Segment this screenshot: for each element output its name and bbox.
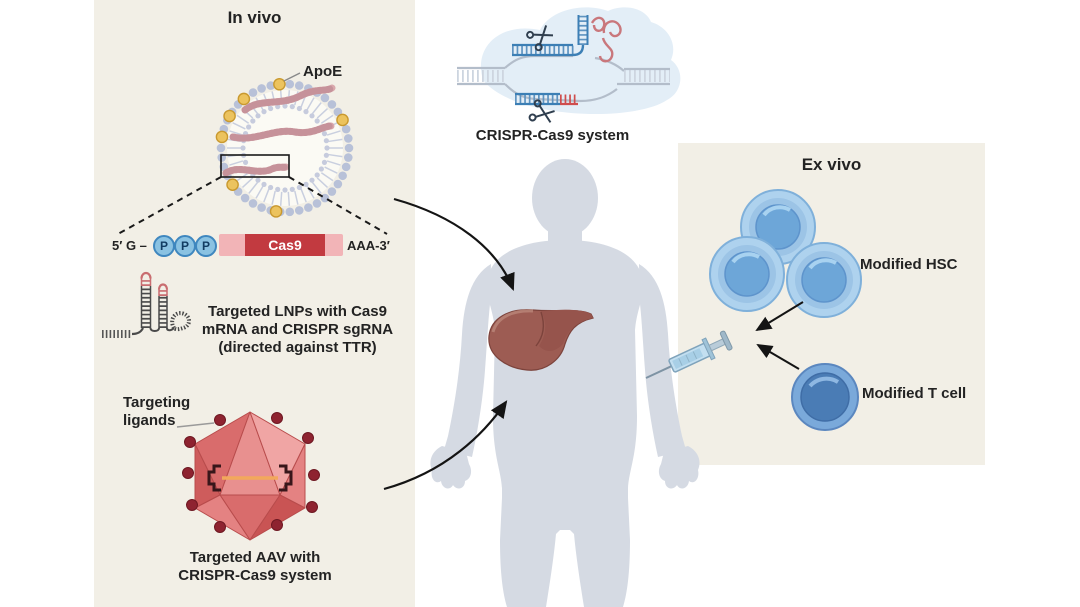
t-cell-icon <box>791 363 859 431</box>
arrow-aav-to-liver <box>383 400 508 491</box>
phosphate-p-icon: P <box>195 235 217 257</box>
scissors-icon <box>528 99 555 123</box>
arrow-hsc-to-syringe <box>755 301 804 332</box>
lnp-icon <box>117 72 388 235</box>
targeting-ligand-knobs <box>182 412 320 533</box>
scissors-icon <box>526 25 554 52</box>
lnp-caption-line: (directed against TTR) <box>218 339 377 356</box>
crispr-system-label: CRISPR-Cas9 system <box>455 127 650 145</box>
mrna-bar: Cas9 <box>219 234 343 256</box>
aav-caption-line: CRISPR-Cas9 system <box>178 567 332 584</box>
lnp-caption: Targeted LNPs with Cas9 mRNA and CRISPR … <box>180 303 415 357</box>
lnp-caption-line: Targeted LNPs with Cas9 <box>208 303 387 320</box>
apoe-label: ApoE <box>303 63 343 80</box>
t-cell-label: Modified T cell <box>862 385 967 402</box>
crispr-cas9-icon <box>457 7 681 123</box>
body-silhouette-icon <box>430 159 700 607</box>
liver-icon <box>488 309 594 371</box>
in-vivo-title: In vivo <box>227 8 282 27</box>
phosphate-letter: P <box>159 239 168 253</box>
sgrna-icon <box>102 271 191 338</box>
hsc-label: Modified HSC <box>860 256 958 273</box>
phosphate-letter: P <box>201 239 210 253</box>
lnp-caption-line: mRNA and CRISPR sgRNA <box>201 321 394 338</box>
cas9-gene-box: Cas9 <box>245 234 325 256</box>
aav-caption-line: Targeted AAV with <box>189 549 321 566</box>
arrow-lnp-to-liver <box>393 197 515 292</box>
cas9-protein-blob <box>480 7 681 114</box>
zoom-rect <box>220 154 290 178</box>
targeting-ligands-line: Targeting <box>123 394 191 411</box>
aav-caption: Targeted AAV with CRISPR-Cas9 system <box>150 549 360 585</box>
hsc-cells-icon <box>709 189 862 318</box>
three-prime-label: AAA-3′ <box>347 238 390 253</box>
targeting-ligands-label: Targeting ligands <box>123 394 190 430</box>
five-prime-label: 5′ G – <box>112 238 147 253</box>
syringe-icon <box>645 330 733 379</box>
apoe-pointer-line <box>283 72 301 82</box>
phosphate-letter: P <box>180 239 189 253</box>
arrow-tcell-to-syringe <box>756 343 800 370</box>
crispr-system-label-text: CRISPR-Cas9 system <box>475 127 630 144</box>
targeting-ligands-line: ligands <box>123 412 176 429</box>
itr-icon <box>207 464 293 492</box>
ligand-pointer-line <box>176 422 215 428</box>
ex-vivo-title: Ex vivo <box>801 155 862 174</box>
aav-icon <box>182 411 320 541</box>
